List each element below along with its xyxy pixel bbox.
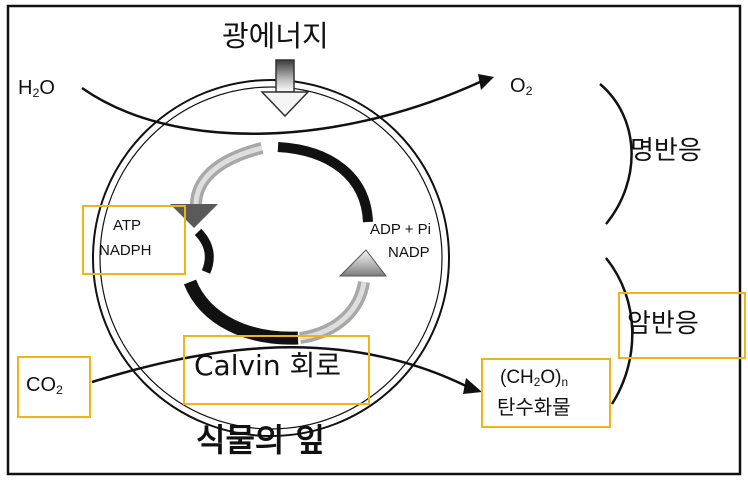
oxygen-arrowhead bbox=[478, 74, 494, 90]
water-tail: O bbox=[39, 77, 55, 99]
leaf-outer-circle bbox=[92, 79, 450, 437]
atp-label: ATP bbox=[113, 217, 142, 234]
carbohydrate-korean-label: 탄수화물 bbox=[497, 395, 571, 419]
oxygen-subscript: 2 bbox=[525, 84, 533, 99]
lower-black-arc bbox=[183, 279, 299, 345]
calvin-cycle-label: Calvin 회로 bbox=[194, 349, 342, 382]
co2-subscript: 2 bbox=[56, 383, 63, 398]
dark-reaction-bracket bbox=[605, 257, 634, 405]
light-reaction-bracket bbox=[599, 83, 633, 225]
light-energy-label: 광에너지 bbox=[222, 19, 329, 53]
ch2o-n: n bbox=[561, 375, 568, 389]
water-to-oxygen-line bbox=[81, 80, 481, 135]
ch2o-pre: (CH bbox=[500, 367, 534, 388]
light-energy-arrow bbox=[260, 59, 310, 118]
oxygen-label: O2 bbox=[510, 75, 533, 99]
co2-highlight-box bbox=[17, 356, 91, 418]
carbohydrate-highlight-box bbox=[481, 358, 611, 428]
dark-reaction-highlight-box bbox=[618, 292, 746, 359]
adp-arrowhead bbox=[338, 249, 388, 277]
ch2o-subscript: 2 bbox=[533, 375, 541, 389]
co2-label: CO2 bbox=[26, 374, 63, 398]
co2-main: CO bbox=[26, 374, 56, 396]
nadp-label: NADP bbox=[388, 244, 430, 261]
dark-reaction-label: 암반응 bbox=[627, 309, 699, 339]
oxygen-main: O bbox=[510, 75, 526, 97]
water-label: H2O bbox=[18, 77, 55, 101]
left-black-arc bbox=[194, 228, 214, 274]
upper-black-arc bbox=[277, 142, 373, 223]
water-subscript: 2 bbox=[32, 86, 40, 101]
leaf-label: 식물의 잎 bbox=[196, 421, 325, 459]
atp-nadph-highlight-box bbox=[82, 205, 186, 275]
carbohydrate-arrowhead bbox=[463, 378, 482, 394]
ch2o-mid: O) bbox=[540, 367, 562, 388]
calvin-cycle-highlight-box bbox=[183, 335, 370, 405]
nadph-label: NADPH bbox=[99, 242, 152, 259]
adp-pi-label: ADP + Pi bbox=[370, 221, 432, 238]
diagram-border bbox=[6, 4, 742, 476]
atp-arrowhead bbox=[170, 204, 218, 228]
co2-to-carbohydrate-line bbox=[91, 346, 467, 388]
leaf-inner-circle bbox=[99, 86, 443, 430]
water-main: H bbox=[18, 77, 33, 99]
carbohydrate-formula: (CH2O)n bbox=[500, 367, 568, 389]
light-reaction-label: 명반응 bbox=[630, 136, 702, 166]
